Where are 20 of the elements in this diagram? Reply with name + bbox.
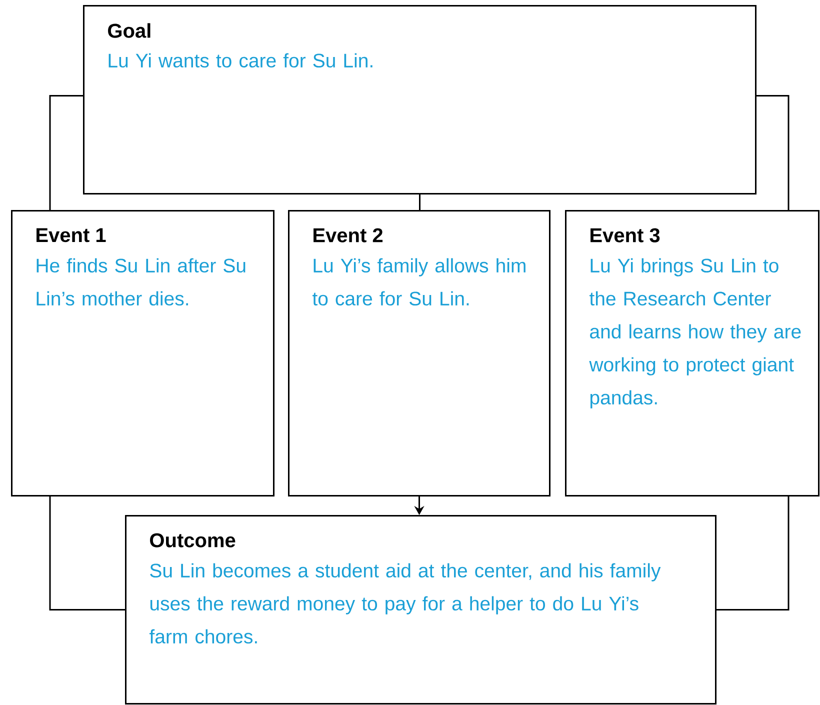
connector (716, 496, 790, 610)
box-text: Lu Yi wants to care for Su Lin. (108, 53, 372, 68)
connector (49, 95, 83, 210)
event-box (288, 210, 550, 496)
box-text: Lu Yi’s family allows him to care for Su Lin. (312, 258, 526, 306)
goal-box (83, 5, 756, 194)
event-box (11, 210, 274, 496)
event-box (565, 210, 820, 496)
connector (419, 194, 420, 210)
box-heading: Event 3 (590, 228, 660, 242)
box-heading: Event 1 (36, 228, 106, 242)
box-text: He finds Su Lin after Su Lin’s mother dies. (36, 258, 246, 306)
connector (49, 496, 125, 610)
box-heading: Goal (108, 23, 150, 38)
box-heading: Event 2 (314, 228, 383, 242)
box-heading: Outcome (150, 533, 236, 548)
box-text: Su Lin becomes a student aid at the center, and his family uses the reward money to pay for a helper to do Lu Yi’s farm chores. (149, 563, 661, 644)
box-text: Lu Yi brings Su Lin to the Research Center and learns how they are working to protect giant pandas. (589, 258, 801, 408)
connector (756, 95, 790, 210)
outcome-box (125, 515, 716, 704)
